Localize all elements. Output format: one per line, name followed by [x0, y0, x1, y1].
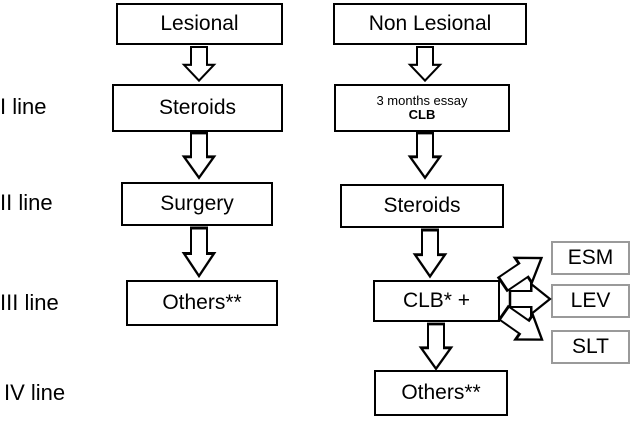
down-arrow-non-lesional-2	[408, 131, 442, 180]
essay-duration-label: 3 months essay	[376, 92, 468, 108]
non-lesional-clb-box: CLB* +	[373, 280, 500, 322]
non-lesional-steroids-box: Steroids	[340, 184, 504, 228]
addon-lev-box: LEV	[551, 284, 630, 318]
lesional-surgery-box: Surgery	[121, 182, 273, 226]
addon-esm-box: ESM	[551, 241, 630, 275]
branch-arrow-slt	[494, 299, 552, 354]
non-lesional-essay-box: 3 months essay CLB	[334, 84, 510, 132]
lesional-header-box: Lesional	[116, 3, 283, 45]
non-lesional-others-box: Others**	[374, 370, 508, 416]
essay-drug-label: CLB	[408, 107, 436, 122]
down-arrow-lesional-1	[182, 45, 216, 82]
addon-esm-label: ESM	[567, 246, 614, 270]
branch-arrow-lev	[508, 282, 552, 316]
non-lesional-clb-label: CLB* +	[402, 289, 471, 313]
down-arrow-non-lesional-1	[408, 45, 442, 82]
non-lesional-steroids-label: Steroids	[383, 194, 461, 218]
down-arrow-lesional-2	[182, 131, 216, 180]
row-label-i-line: I line	[0, 94, 47, 119]
addon-slt-label: SLT	[572, 335, 609, 359]
row-label-ii-line: II line	[0, 190, 53, 215]
lesional-others-label: Others**	[162, 291, 242, 315]
row-label-iv-line: IV line	[4, 380, 66, 405]
lesional-surgery-label: Surgery	[160, 192, 234, 216]
branch-arrow-esm	[493, 244, 552, 298]
lesional-steroids-box: Steroids	[112, 84, 283, 132]
addon-lev-label: LEV	[570, 289, 611, 313]
down-arrow-non-lesional-4	[419, 322, 453, 371]
row-label-iii-line: III line	[0, 290, 59, 315]
addon-slt-box: SLT	[551, 330, 630, 364]
lesional-others-box: Others**	[126, 280, 278, 326]
non-lesional-others-label: Others**	[401, 381, 481, 405]
lesional-steroids-label: Steroids	[158, 96, 237, 120]
non-lesional-header-box: Non Lesional	[333, 3, 527, 45]
down-arrow-non-lesional-3	[413, 228, 447, 278]
down-arrow-lesional-3	[182, 226, 216, 278]
non-lesional-header-label: Non Lesional	[368, 12, 492, 36]
lesional-header-label: Lesional	[160, 12, 239, 36]
